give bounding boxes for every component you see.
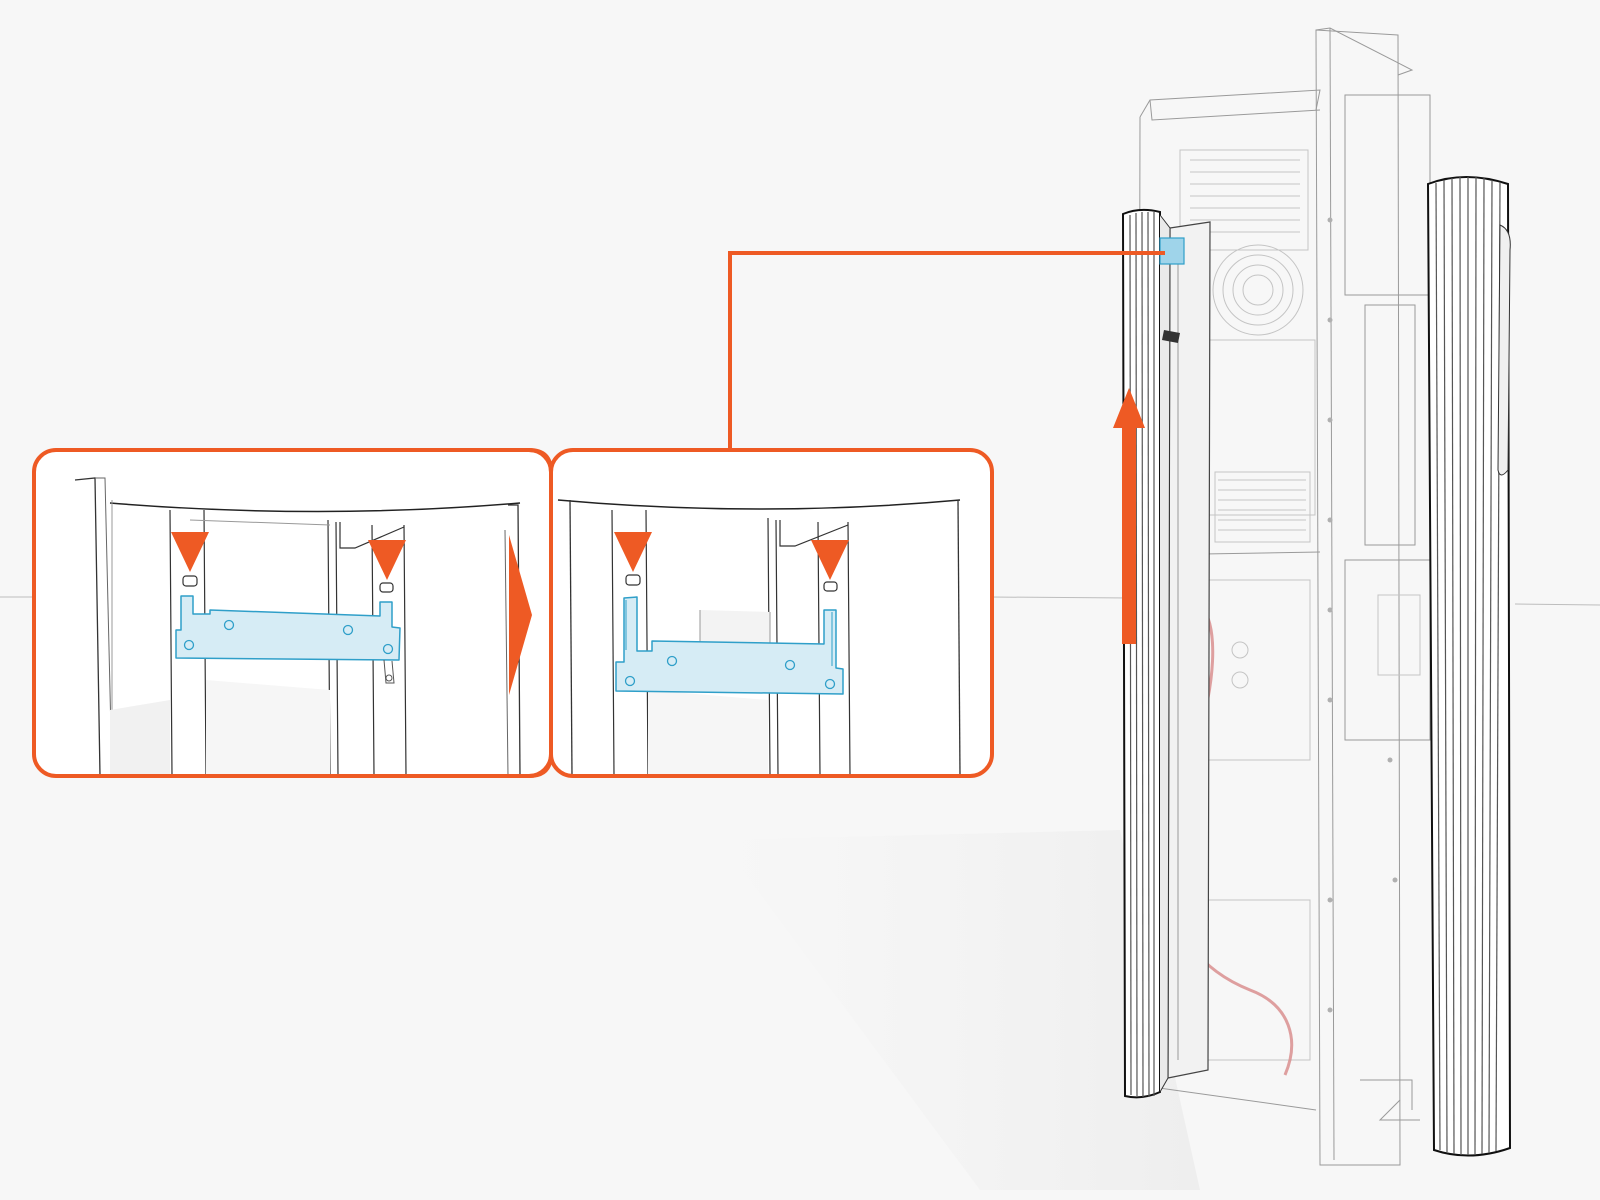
- triangle-down-icon: [614, 532, 652, 572]
- detail-panel-after: [549, 448, 994, 778]
- bracket-after: [615, 596, 844, 695]
- left-side-column: [1121, 208, 1171, 1099]
- triangle-down-icon: [368, 540, 406, 580]
- chevron-right-icon: [509, 535, 532, 695]
- floor-line: [0, 596, 1600, 606]
- arrow-up-icon: [1113, 388, 1145, 644]
- triangle-down-icon: [811, 540, 849, 580]
- triangle-down-icon: [171, 532, 209, 572]
- cabinet-bracket-highlight: [1159, 237, 1185, 343]
- bracket-before: [175, 595, 401, 661]
- door-panel: [1167, 221, 1211, 1079]
- cabinet: [1121, 27, 1512, 1166]
- panel-divider: [528, 448, 553, 778]
- right-side-column: [1426, 176, 1512, 1157]
- floor-shadow: [720, 830, 1200, 1190]
- callout-leader-line: [728, 251, 1165, 450]
- detail-panel-before: [32, 448, 553, 778]
